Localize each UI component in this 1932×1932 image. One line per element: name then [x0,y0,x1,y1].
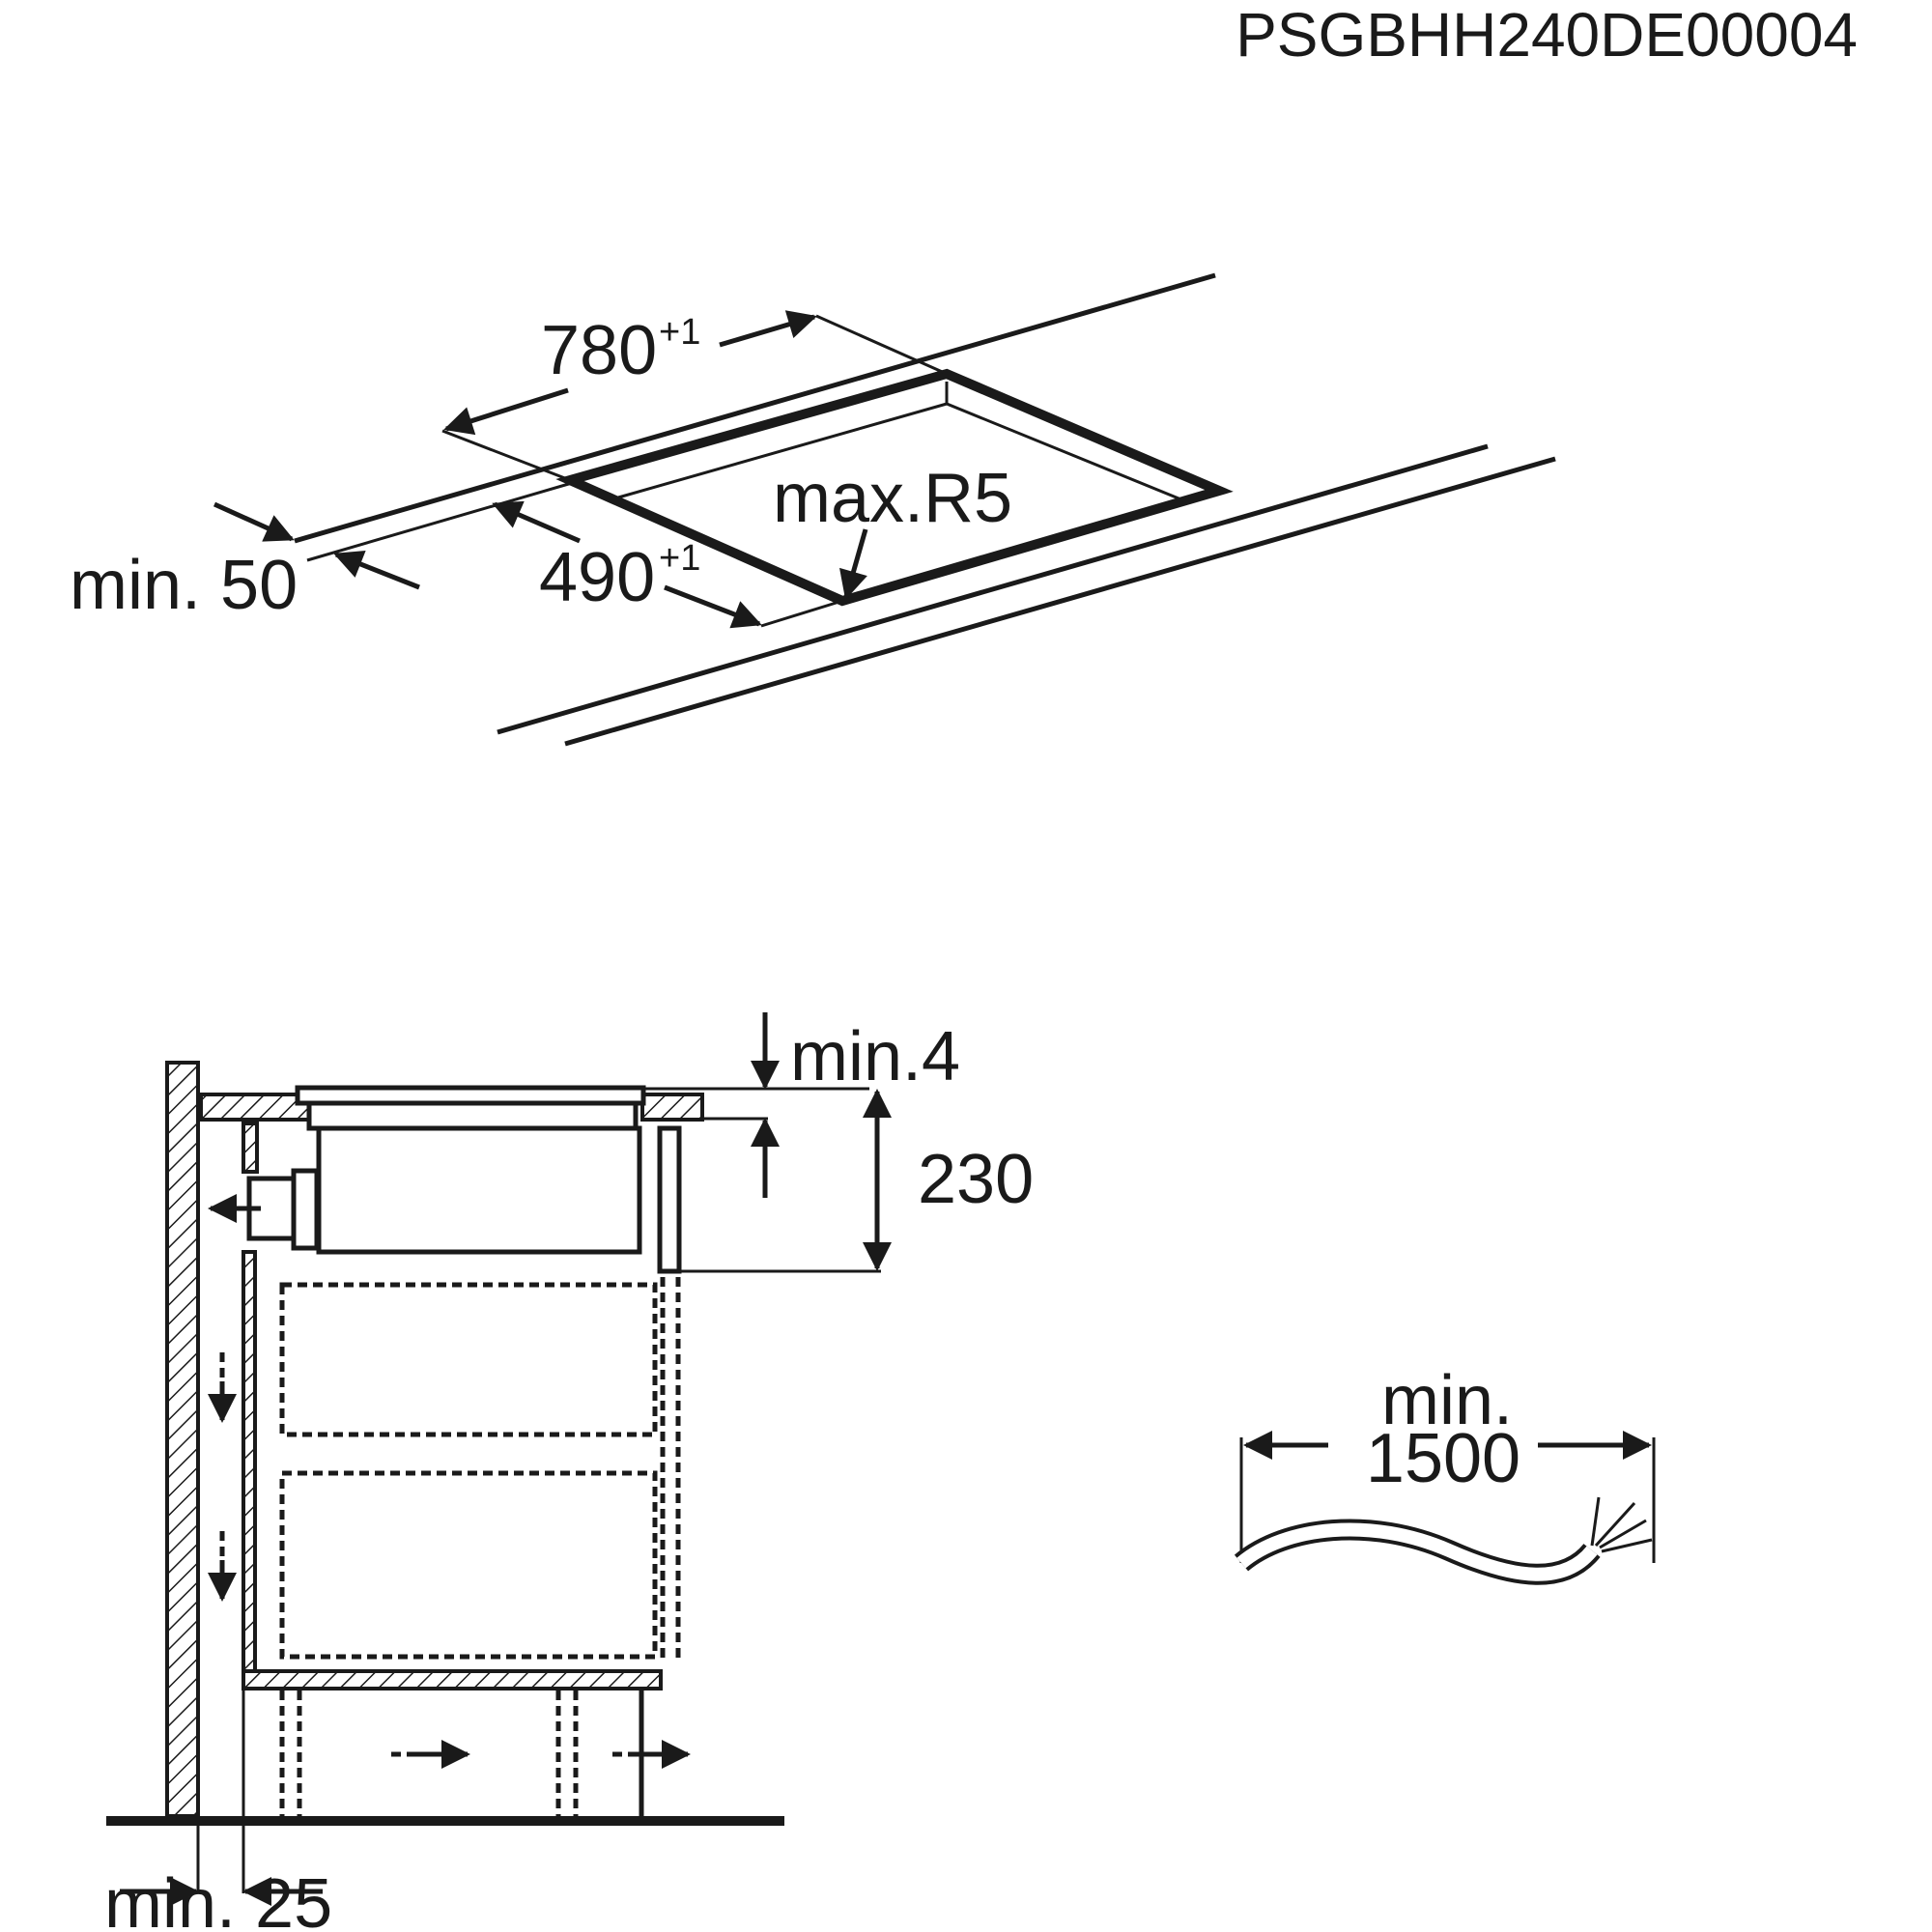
hob-body [306,1100,639,1131]
exhaust-connector [291,1168,320,1251]
corner-radius-label: max.R5 [773,460,1012,537]
edge-distance-label: min. 50 [70,547,298,624]
width-tolerance: +1 [659,312,700,353]
worktop-right [640,1093,704,1122]
cable-body-inner [1236,1522,1598,1581]
power-cable: min. 1500 [1234,1362,1656,1585]
cable-length-line2: 1500 [1366,1420,1520,1497]
rear-gap-label: min. 25 [104,1865,332,1932]
wall [165,1061,200,1818]
height-label: 230 [918,1141,1034,1218]
gap-label: min.4 [790,1018,960,1095]
document-code: PSGBHH240DE00004 [1236,0,1858,70]
cutout-perspective: 780 +1 490 +1 min. 50 max.R5 [70,272,1556,747]
cable-wire-ends [1590,1496,1653,1553]
drawer-lower [279,1470,658,1660]
cutout-outline [555,368,1234,607]
drawer-upper [279,1282,658,1437]
edge-arrow-bottom [333,550,420,590]
depth-arrow-top [492,500,581,544]
cabinet-base [242,1669,663,1690]
cabinet-left-side [242,1250,257,1673]
depth-arrow-bottom [664,584,762,629]
depth-tolerance: +1 [659,538,700,579]
depth-extension [760,599,843,628]
edge-arrow-top [213,501,295,542]
cable-length-line1: min. [1381,1362,1513,1439]
cabinet-side-panel [657,1125,682,1274]
installation-section: min.4 230 min. 25 [104,1012,1034,1932]
width-arrow-right [719,310,817,348]
width-extension-right [815,314,948,376]
edge-reference-line [306,481,573,562]
width-label: 780 [541,312,657,389]
cabinet-top-stub [242,1122,259,1174]
worktop-front-edge-top [497,443,1489,735]
radius-pointer [838,528,868,600]
width-extension-left [441,429,571,482]
worktop-front-edge-bottom [564,456,1556,747]
width-arrow-left [443,387,569,436]
depth-label: 490 [539,539,655,616]
worktop-back-edge [294,272,1216,544]
worktop-left [199,1093,311,1122]
extractor-unit [316,1125,642,1255]
